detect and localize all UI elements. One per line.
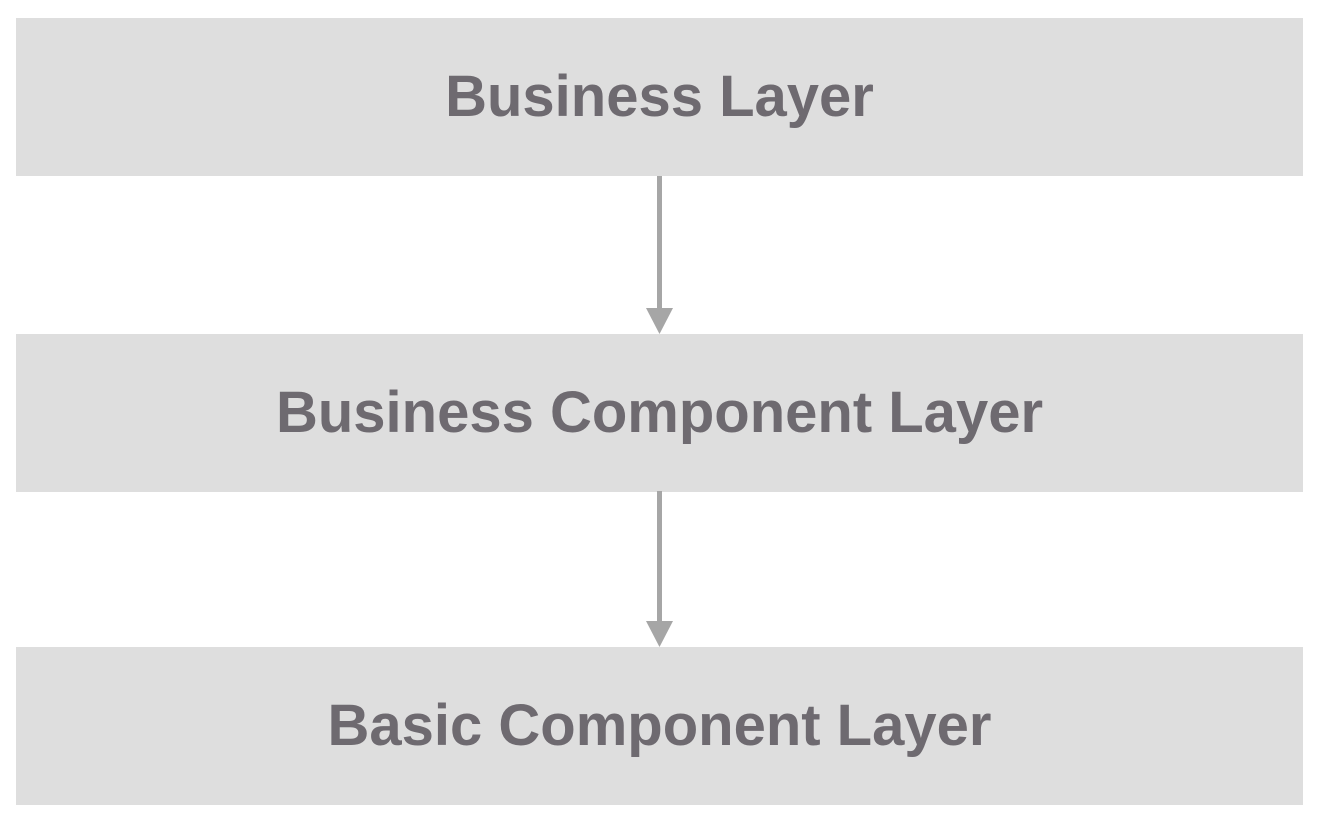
arrow-business-to-business-component: [646, 176, 673, 334]
arrow-head: [646, 621, 673, 647]
layer-box-basic-component: Basic Component Layer: [16, 647, 1303, 805]
layer-label-business-component: Business Component Layer: [275, 380, 1044, 445]
layer-box-business: Business Layer: [16, 18, 1303, 176]
layer-box-business-component: Business Component Layer: [16, 334, 1303, 492]
arrow-head: [646, 308, 673, 334]
layer-label-business: Business Layer: [445, 64, 874, 129]
layer-label-basic-component: Basic Component Layer: [327, 693, 992, 758]
arrow-business-component-to-basic-component: [646, 491, 673, 647]
